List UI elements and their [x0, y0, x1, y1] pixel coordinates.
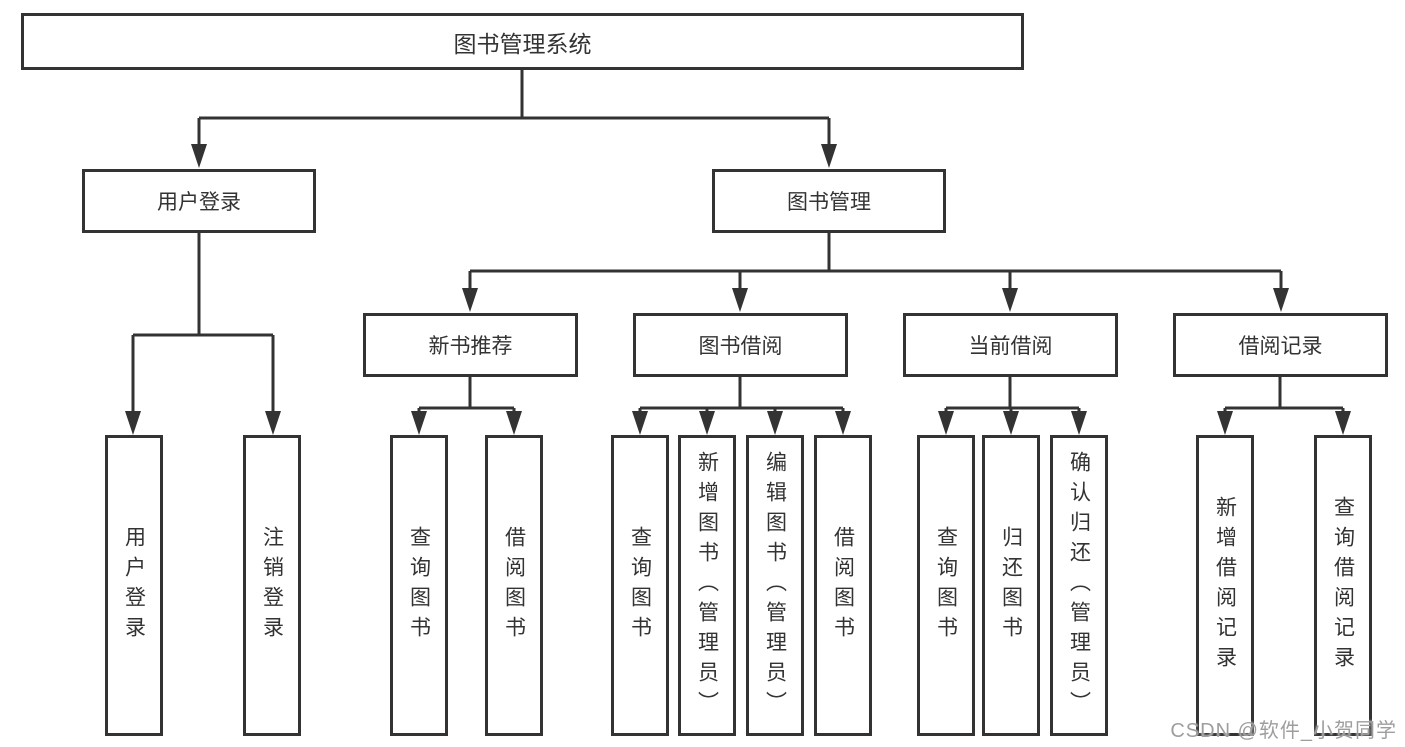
- arrowhead-icon: [767, 411, 783, 435]
- node-label: 用户登录: [157, 191, 241, 214]
- leaf-user-login: 用户登录: [105, 435, 163, 736]
- leaf-query-books-recommend: 查询图书: [390, 435, 448, 736]
- leaf-return-books: 归还图书: [982, 435, 1040, 736]
- arrowhead-icon: [835, 411, 851, 435]
- arrowhead-icon: [1273, 288, 1289, 312]
- node-user-login: 用户登录: [82, 169, 316, 233]
- arrowhead-icon: [1003, 411, 1019, 435]
- arrowhead-icon: [125, 411, 141, 435]
- node-label: 新书推荐: [428, 335, 513, 358]
- node-label: 借阅记录: [1238, 335, 1323, 358]
- leaf-edit-books-admin: 编辑图书（管理员）: [746, 435, 804, 736]
- node-label: 确认归还（管理员）: [1067, 450, 1091, 721]
- node-label: 注销登录: [260, 525, 284, 646]
- node-label: 用户登录: [122, 525, 146, 646]
- arrowhead-icon: [506, 411, 522, 435]
- arrowhead-icon: [1217, 411, 1233, 435]
- node-label: 编辑图书（管理员）: [763, 450, 787, 721]
- arrowhead-icon: [265, 411, 281, 435]
- node-label: 查询图书: [407, 525, 431, 646]
- leaf-query-books-borrow: 查询图书: [611, 435, 669, 736]
- leaf-borrow-books-recommend: 借阅图书: [485, 435, 543, 736]
- node-current-borrow: 当前借阅: [903, 313, 1118, 377]
- leaf-add-books-admin: 新增图书（管理员）: [678, 435, 736, 736]
- arrowhead-icon: [938, 411, 954, 435]
- csdn-watermark: CSDN @软件_小贺同学: [1170, 720, 1397, 742]
- node-label: 新增图书（管理员）: [695, 450, 719, 721]
- leaf-borrow-books: 借阅图书: [814, 435, 872, 736]
- node-label: 查询借阅记录: [1331, 495, 1355, 676]
- leaf-query-borrow-record: 查询借阅记录: [1314, 435, 1372, 736]
- leaf-add-borrow-record: 新增借阅记录: [1196, 435, 1254, 736]
- arrowhead-icon: [1335, 411, 1351, 435]
- node-label: 新增借阅记录: [1213, 495, 1237, 676]
- node-label: 当前借阅: [968, 335, 1053, 358]
- node-new-book-recommend: 新书推荐: [363, 313, 578, 377]
- arrowhead-icon: [411, 411, 427, 435]
- node-label: 查询图书: [934, 525, 958, 646]
- node-label: 借阅图书: [831, 525, 855, 646]
- arrowhead-icon: [191, 144, 207, 168]
- leaf-query-books-current: 查询图书: [917, 435, 975, 736]
- node-label: 图书管理系统: [453, 30, 592, 57]
- leaf-logout: 注销登录: [243, 435, 301, 736]
- node-library-management-system: 图书管理系统: [21, 13, 1024, 70]
- node-label: 归还图书: [999, 525, 1023, 646]
- arrowhead-icon: [732, 288, 748, 312]
- arrowhead-icon: [1071, 411, 1087, 435]
- node-borrow-records: 借阅记录: [1173, 313, 1388, 377]
- node-label: 查询图书: [628, 525, 652, 646]
- node-label: 图书管理: [787, 191, 871, 214]
- arrowhead-icon: [462, 288, 478, 312]
- node-label: 借阅图书: [502, 525, 526, 646]
- arrowhead-icon: [821, 144, 837, 168]
- leaf-confirm-return-admin: 确认归还（管理员）: [1050, 435, 1108, 736]
- node-label: 图书借阅: [698, 335, 783, 358]
- node-book-management: 图书管理: [712, 169, 946, 233]
- arrowhead-icon: [632, 411, 648, 435]
- node-book-borrow: 图书借阅: [633, 313, 848, 377]
- arrowhead-icon: [699, 411, 715, 435]
- arrowhead-icon: [1002, 288, 1018, 312]
